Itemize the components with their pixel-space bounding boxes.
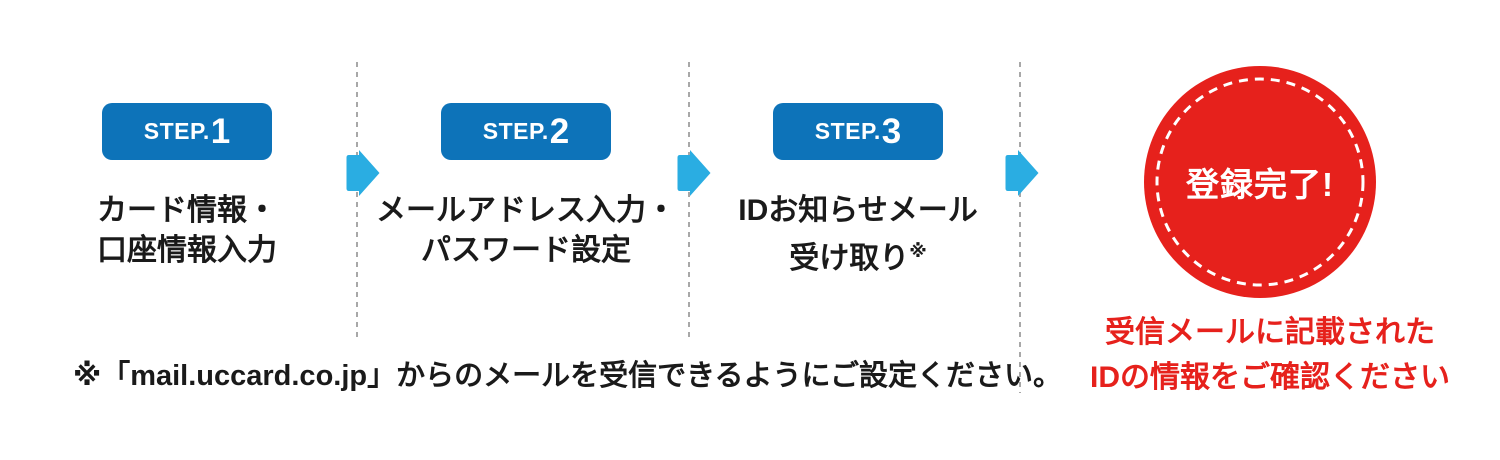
step-2-badge-number: 2 bbox=[549, 111, 570, 151]
step-2-badge-prefix: STEP. bbox=[482, 118, 549, 144]
step-1-label: カード情報・ 口座情報入力 bbox=[97, 191, 277, 271]
step-3-label-line2: 受け取り bbox=[789, 242, 910, 275]
step-3-column: STEP.3 IDお知らせメール 受け取り※ bbox=[698, 103, 1018, 279]
step-3-badge-number: 3 bbox=[881, 111, 902, 151]
step-3-badge: STEP.3 bbox=[773, 103, 943, 160]
arrow-right-icon bbox=[346, 150, 380, 196]
step-3-label: IDお知らせメール 受け取り※ bbox=[738, 191, 977, 279]
registration-complete-badge: 登録完了! bbox=[1144, 66, 1376, 298]
dashed-ring-icon bbox=[1155, 77, 1365, 287]
step-2-label-line1: メールアドレス入力・ bbox=[376, 194, 676, 227]
step-3-label-line1: IDお知らせメール bbox=[738, 194, 978, 227]
step-3-footnote-marker: ※ bbox=[909, 241, 927, 261]
dashed-divider-3 bbox=[1019, 62, 1021, 393]
arrow-right-icon bbox=[677, 150, 711, 196]
result-caption-line2: IDの情報をご確認ください bbox=[1090, 361, 1450, 394]
step-2-column: STEP.2 メールアドレス入力・ パスワード設定 bbox=[366, 103, 686, 271]
result-caption: 受信メールに記載された IDの情報をご確認ください bbox=[1055, 310, 1485, 400]
arrow-right-icon bbox=[1005, 150, 1039, 196]
footnote: ※「mail.uccard.co.jp」からのメールを受信できるようにご設定くだ… bbox=[73, 360, 1062, 392]
step-1-label-line2: 口座情報入力 bbox=[97, 234, 277, 267]
step-3-badge-prefix: STEP. bbox=[814, 118, 881, 144]
step-2-label-line2: パスワード設定 bbox=[421, 234, 631, 267]
step-1-badge-prefix: STEP. bbox=[143, 118, 210, 144]
result-caption-line1: 受信メールに記載された bbox=[1105, 316, 1435, 349]
step-1-label-line1: カード情報・ bbox=[97, 194, 277, 227]
dashed-divider-1 bbox=[356, 62, 358, 340]
step-2-label: メールアドレス入力・ パスワード設定 bbox=[376, 191, 676, 271]
step-2-badge: STEP.2 bbox=[441, 103, 611, 160]
registration-complete-label: 登録完了! bbox=[1186, 166, 1334, 203]
step-1-badge-number: 1 bbox=[210, 111, 231, 151]
step-1-badge: STEP.1 bbox=[102, 103, 272, 160]
dashed-divider-2 bbox=[688, 62, 690, 340]
step-1-column: STEP.1 カード情報・ 口座情報入力 bbox=[27, 103, 347, 271]
